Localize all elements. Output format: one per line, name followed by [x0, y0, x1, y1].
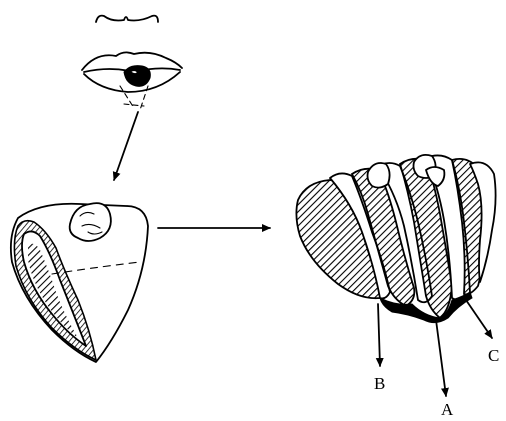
arrow-to-b	[378, 304, 380, 366]
lip-lesion-highlight	[130, 70, 138, 74]
label-c: C	[488, 346, 499, 365]
sectioned-slices	[296, 155, 495, 323]
size-bracket	[96, 16, 158, 22]
label-b: B	[374, 374, 385, 393]
arrow-to-c	[466, 300, 492, 338]
slice-lesion-1	[368, 163, 390, 188]
lips-with-lesion	[82, 16, 182, 110]
excised-wedge	[11, 203, 148, 362]
label-a: A	[441, 400, 454, 419]
arrow-to-a	[436, 320, 446, 396]
lip-lesion	[124, 66, 150, 87]
arrow-lip-to-wedge	[114, 112, 138, 180]
